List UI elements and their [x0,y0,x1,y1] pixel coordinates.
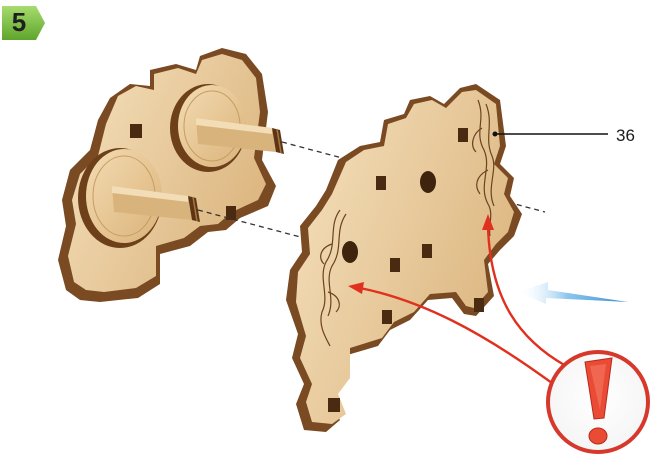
panel-slot-3 [390,258,400,272]
left-frame-assembly [58,48,284,302]
insert-direction-arrow [518,282,628,304]
part-36-leader [493,132,609,137]
right-panel-part-36 [286,84,522,432]
panel-slot-6 [382,310,392,324]
warning-icon [548,352,648,452]
panel-slot-7 [328,398,340,412]
panel-slot-1 [376,176,386,190]
panel-slot-2 [458,128,468,142]
part-number-label: 36 [616,126,635,146]
panel-slot-4 [422,244,432,258]
left-slot-1 [130,124,142,138]
upper-hole [420,171,436,193]
panel-slot-5 [474,298,484,312]
lower-hole [342,241,358,263]
